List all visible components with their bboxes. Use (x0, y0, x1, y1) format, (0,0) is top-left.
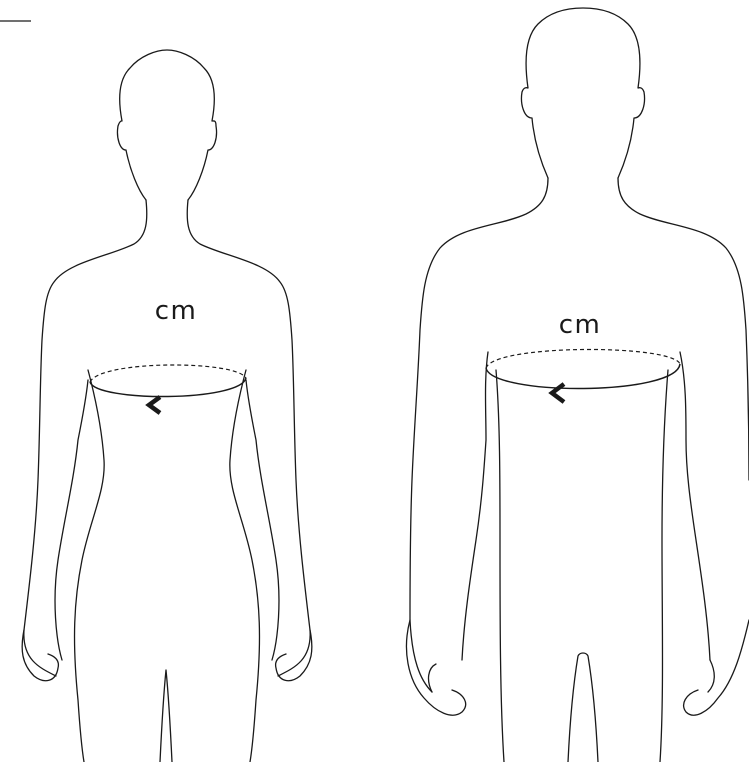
male-figure: cm (406, 8, 749, 762)
female-figure: cm (22, 50, 312, 762)
female-tape-front (90, 378, 246, 397)
female-unit-label: cm (155, 296, 198, 326)
male-left-hand (406, 620, 465, 715)
male-tape-front (486, 364, 680, 389)
male-tape-back (486, 349, 680, 368)
male-body-outline (410, 178, 749, 762)
female-tape-back (90, 365, 246, 382)
female-right-hand (276, 630, 312, 681)
male-tape-direction-arrow (552, 384, 564, 402)
male-right-hand (684, 620, 749, 715)
female-left-hand (22, 630, 58, 681)
female-body-outline (24, 200, 310, 762)
male-unit-label: cm (559, 310, 602, 340)
female-tape-direction-arrow (149, 397, 160, 413)
male-head-outline (521, 8, 644, 178)
female-head-outline (117, 50, 216, 200)
